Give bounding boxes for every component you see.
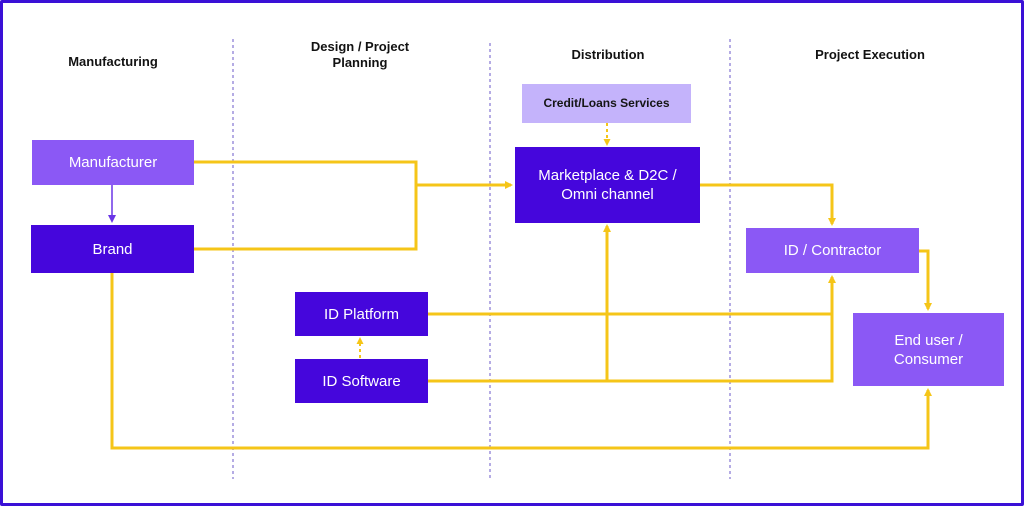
manufacturer-to-marketplace-connector (194, 160, 513, 189)
brand-to-enduser-connector (110, 273, 932, 450)
node-manufacturer: Manufacturer (32, 140, 194, 185)
column-header-execution: Project Execution (815, 47, 925, 62)
node-end-user: End user / Consumer (853, 313, 1004, 386)
node-credit-loans: Credit/Loans Services (522, 84, 691, 123)
connector-layer (108, 39, 932, 479)
id-software-connector (428, 275, 836, 383)
column-header-distribution: Distribution (571, 47, 645, 62)
contractor-to-enduser-connector (919, 249, 932, 311)
column-header-design: Design / Project Planning (310, 39, 410, 70)
marketplace-to-contractor-connector (700, 183, 836, 226)
node-brand: Brand (31, 225, 194, 273)
node-id-contractor: ID / Contractor (746, 228, 919, 273)
node-id-software: ID Software (295, 359, 428, 403)
brand-to-marketplace-connector (194, 185, 418, 251)
column-header-manufacturing: Manufacturing (68, 54, 158, 69)
node-marketplace: Marketplace & D2C / Omni channel (515, 147, 700, 223)
node-id-platform: ID Platform (295, 292, 428, 336)
